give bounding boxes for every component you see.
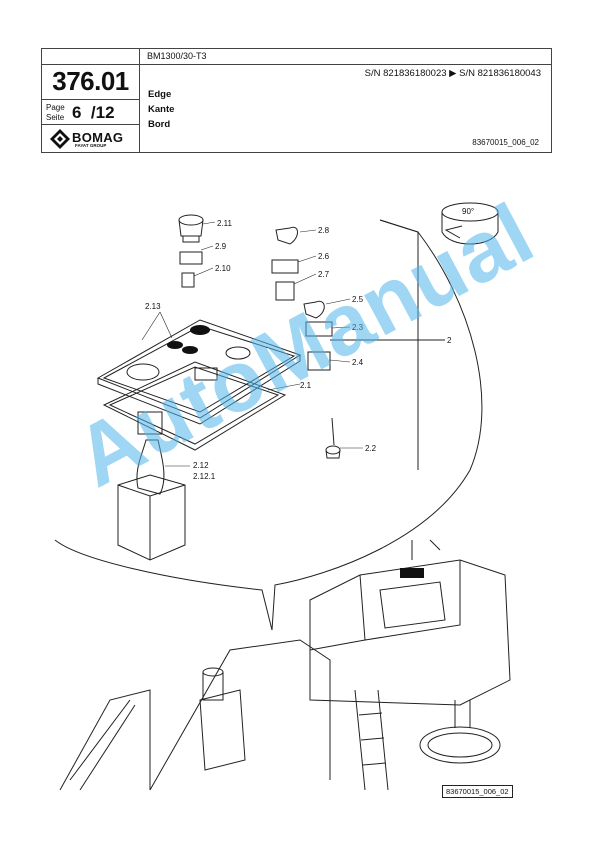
rotate-90-icon: [441, 202, 499, 245]
callout-2-11: 2.11: [217, 219, 233, 228]
brand-name: BOMAG: [72, 130, 124, 145]
header-block: 376.01 Page Seite 6 /12 BOMAG FAYAT GROU…: [41, 48, 552, 153]
divider: [139, 64, 551, 65]
divider: [42, 99, 139, 100]
document-number: 376.01: [52, 66, 129, 96]
page-number: 6 /12: [72, 103, 115, 122]
title-en: Edge: [148, 89, 172, 100]
divider: [139, 49, 140, 152]
callout-2-12-1: 2.12.1: [193, 472, 216, 481]
callout-2-5: 2.5: [352, 295, 364, 304]
brand-sub: FAYAT GROUP: [75, 143, 107, 148]
bomag-logo: BOMAG FAYAT GROUP: [50, 127, 134, 151]
callout-2-3: 2.3: [352, 323, 364, 332]
callout-2: 2: [447, 336, 452, 345]
callout-2-2: 2.2: [365, 444, 377, 453]
page-label: Page Seite: [46, 103, 65, 122]
callout-2-10: 2.10: [215, 264, 231, 273]
bomag-emblem-icon: [50, 129, 70, 149]
title-fr: Bord: [148, 119, 171, 130]
callout-2-12: 2.12: [193, 461, 209, 470]
drawing-number: 83670015_006_02: [472, 138, 539, 147]
divider: [42, 64, 139, 65]
rotation-label: 90°: [462, 207, 474, 216]
callout-2-7: 2.7: [318, 270, 330, 279]
title-de: Kante: [148, 104, 175, 115]
callout-2-9: 2.9: [215, 242, 227, 251]
drawing-tag: 83670015_006_02: [442, 785, 513, 798]
exploded-parts-diagram: 2.11 2.9 2.10 2.8 2.6 2.7 2.5 2.3 2.4 2.…: [54, 202, 511, 791]
callout-2-4: 2.4: [352, 358, 364, 367]
model-name: BM1300/30-T3: [147, 51, 207, 61]
callout-2-6: 2.6: [318, 252, 330, 261]
callout-2-1: 2.1: [300, 381, 312, 390]
divider: [42, 124, 139, 125]
callout-2-13: 2.13: [145, 302, 161, 311]
serial-range: S/N 821836180023 ▶ S/N 821836180043: [364, 68, 541, 79]
callout-2-8: 2.8: [318, 226, 330, 235]
